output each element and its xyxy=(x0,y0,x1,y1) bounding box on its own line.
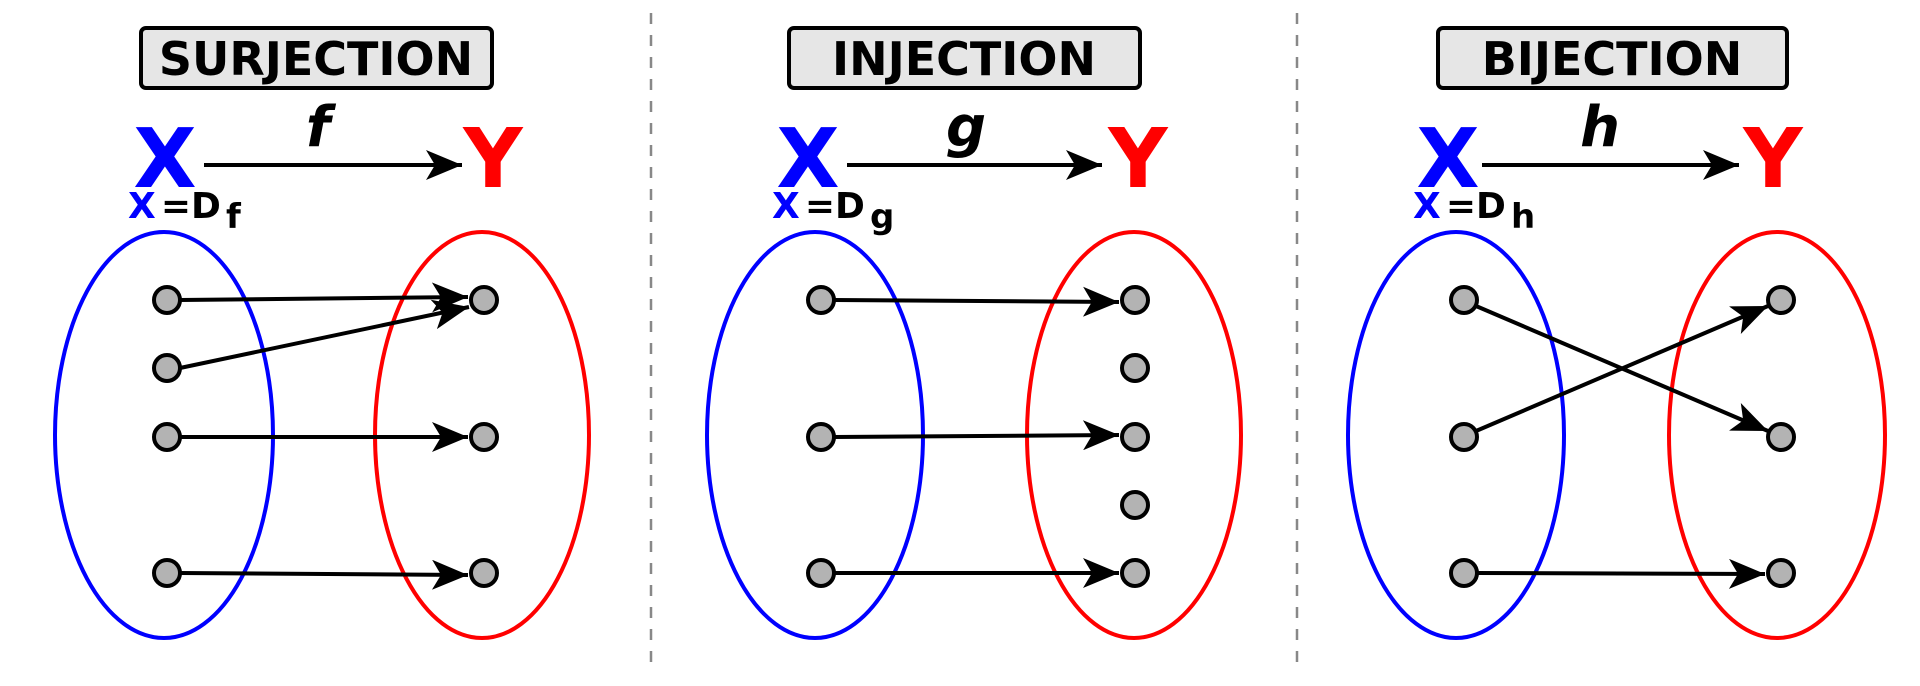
codomain-element-node xyxy=(1766,558,1796,588)
codomain-element-node xyxy=(469,422,499,452)
codomain-element-node xyxy=(1120,353,1150,383)
mapping-arrow-icon xyxy=(179,559,469,590)
domain-element-node xyxy=(152,558,182,588)
domain-elements xyxy=(806,285,836,588)
domain-equation-eq: =D xyxy=(805,186,865,227)
domain-element-node xyxy=(152,353,182,383)
codomain-element-node xyxy=(1766,422,1796,452)
codomain-set-ellipse xyxy=(1667,230,1887,640)
mapping-arrow-icon xyxy=(1476,558,1766,589)
codomain-elements xyxy=(469,285,499,588)
codomain-element-node xyxy=(1120,422,1150,452)
domain-element-node xyxy=(1449,285,1479,315)
codomain-element-node xyxy=(1120,490,1150,520)
panel-title: BIJECTION xyxy=(1482,32,1743,86)
domain-element-node xyxy=(152,285,182,315)
codomain-element-node xyxy=(1120,558,1150,588)
panel-injection: INJECTION X g Y X =D g xyxy=(705,26,1243,640)
domain-equation: X =D f xyxy=(128,186,242,237)
codomain-element-node xyxy=(1120,285,1150,315)
mapping-arrow-icon xyxy=(179,299,470,370)
domain-equation-sub: g xyxy=(870,197,894,237)
domain-element-node xyxy=(806,422,836,452)
codomain-symbol: Y xyxy=(1742,112,1804,207)
domain-equation-lhs: X xyxy=(1413,186,1441,227)
mapping-arrow-icon xyxy=(833,286,1120,317)
domain-element-node xyxy=(152,422,182,452)
mapping-arrow-icon xyxy=(1475,304,1769,433)
codomain-symbol: Y xyxy=(1107,112,1169,207)
panel-title: INJECTION xyxy=(832,32,1096,86)
domain-element-node xyxy=(806,285,836,315)
panel-title: SURJECTION xyxy=(159,32,473,86)
domain-set-ellipse xyxy=(1346,230,1566,640)
codomain-element-node xyxy=(1766,285,1796,315)
mapping-arrow-icon xyxy=(833,420,1120,451)
function-name: h xyxy=(1580,95,1620,160)
domain-equation-sub: f xyxy=(226,197,242,237)
domain-equation-sub: h xyxy=(1511,197,1535,237)
domain-symbol: X xyxy=(133,112,196,207)
domain-equation-lhs: X xyxy=(128,186,156,227)
mapping-arrows xyxy=(833,286,1120,588)
domain-element-node xyxy=(1449,558,1479,588)
domain-elements xyxy=(152,285,182,588)
title-box xyxy=(787,26,1142,90)
codomain-symbol: Y xyxy=(462,112,524,207)
domain-equation: X =D g xyxy=(772,186,894,237)
codomain-elements xyxy=(1120,285,1150,588)
title-box xyxy=(1436,26,1789,90)
panel-surjection: SURJECTION X f Y X =D f xyxy=(53,26,591,640)
domain-symbol: X xyxy=(1416,112,1479,207)
mapping-arrows xyxy=(1475,304,1769,589)
domain-equation: X =D h xyxy=(1413,186,1535,237)
mapping-arrows xyxy=(179,282,470,590)
domain-symbol: X xyxy=(776,112,839,207)
codomain-element-node xyxy=(469,558,499,588)
function-name: f xyxy=(306,95,337,160)
title-box xyxy=(139,26,494,90)
codomain-elements xyxy=(1766,285,1796,588)
domain-elements xyxy=(1449,285,1479,588)
function-name: g xyxy=(946,95,986,160)
domain-element-node xyxy=(806,558,836,588)
mapping-arrow-icon xyxy=(179,282,469,313)
panel-bijection: BIJECTION X h Y X =D h xyxy=(1346,26,1887,640)
domain-equation-eq: =D xyxy=(161,186,221,227)
domain-element-node xyxy=(1449,422,1479,452)
domain-equation-lhs: X xyxy=(772,186,800,227)
domain-equation-eq: =D xyxy=(1446,186,1506,227)
codomain-element-node xyxy=(469,285,499,315)
